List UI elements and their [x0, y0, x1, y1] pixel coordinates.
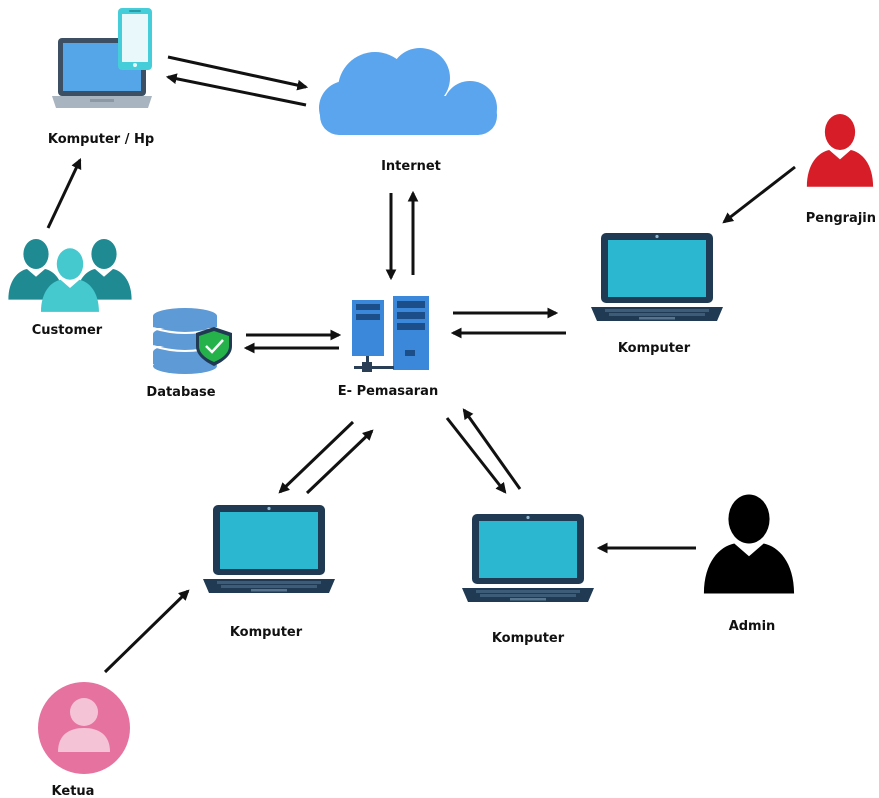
cloud-icon — [319, 48, 497, 135]
label-pengrajin: Pengrajin — [806, 211, 876, 226]
laptop-icon-middle — [462, 514, 594, 602]
label-komputer-hp: Komputer / Hp — [48, 132, 154, 147]
server-icon — [352, 296, 429, 372]
label-internet: Internet — [381, 159, 441, 174]
arrows — [46, 55, 796, 674]
label-database: Database — [146, 385, 215, 400]
label-komputer-right: Komputer — [618, 341, 691, 356]
user-group-icon — [8, 239, 132, 312]
database-shield-icon — [152, 308, 232, 374]
label-komputer-middle: Komputer — [492, 631, 565, 646]
admin-user-icon — [703, 494, 795, 594]
laptop-phone-icon — [52, 8, 152, 108]
label-admin: Admin — [729, 619, 776, 634]
laptop-icon-right — [591, 233, 723, 321]
laptop-icon-left — [203, 505, 335, 593]
label-e-pemasaran: E- Pemasaran — [338, 384, 438, 399]
label-komputer-left: Komputer — [230, 625, 303, 640]
label-ketua: Ketua — [52, 784, 95, 798]
pengrajin-user-icon — [806, 114, 874, 187]
label-customer: Customer — [32, 323, 103, 338]
user-circle-icon — [38, 682, 130, 774]
